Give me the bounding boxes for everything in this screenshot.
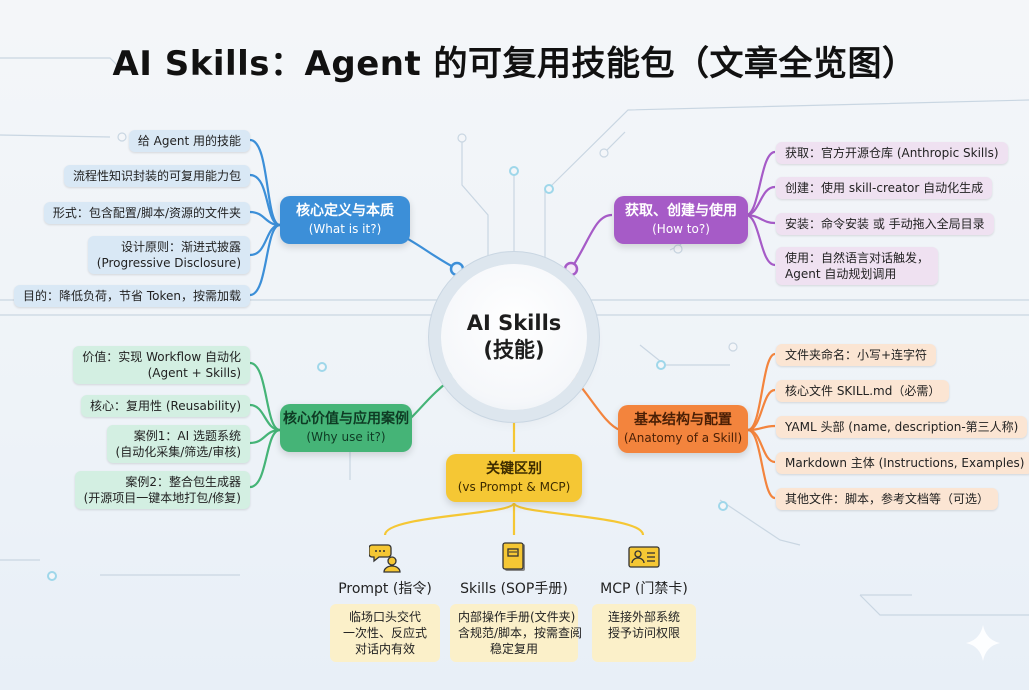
usage-item-1[interactable]: 获取：官方开源仓库 (Anthropic Skills) [776, 142, 1008, 164]
value-item-4[interactable]: 案例2：整合包生成器 (开源项目一键本地打包/修复) [74, 471, 250, 509]
branch-subtitle: (Anatomy of a Skill) [623, 431, 743, 445]
leaf-text: YAML 头部 (name, description-第三人称) [785, 420, 1019, 434]
leaf-text: 给 Agent 用的技能 [137, 134, 241, 148]
leaf-text: 核心：复用性 (Reusability) [90, 399, 241, 413]
compare-description: 连接外部系统 授予访问权限 [592, 604, 696, 662]
id-card-icon [592, 540, 696, 574]
compare-name: Skills (SOP手册) [460, 581, 568, 597]
desc-line: 对话内有效 [354, 642, 415, 656]
value-item-1[interactable]: 价值：实现 Workflow 自动化 (Agent + Skills) [73, 346, 250, 384]
structure-item-1[interactable]: 文件夹命名：小写+连字符 [776, 344, 937, 366]
usage-item-3[interactable]: 安装：命令安装 或 手动拖入全局目录 [776, 213, 994, 235]
desc-line: 授予访问权限 [607, 626, 680, 640]
desc-line: 内部操作手册(文件夹) [458, 610, 576, 624]
leaf-text: 价值：实现 Workflow 自动化 [82, 350, 241, 364]
leaf-text: 使用：自然语言对话触发， [785, 251, 930, 265]
branch-title: 关键区别 [486, 461, 542, 477]
manual-book-icon [450, 540, 578, 574]
leaf-text: 创建：使用 skill-creator 自动化生成 [785, 181, 984, 195]
chat-person-icon [330, 540, 440, 574]
leaf-text: 流程性知识封装的可复用能力包 [72, 169, 241, 183]
compare-prompt[interactable]: Prompt (指令) 临场口头交代 一次性、反应式 对话内有效 [330, 540, 440, 662]
leaf-text: 核心文件 SKILL.md（必需） [785, 384, 941, 398]
branch-title: 核心定义与本质 [296, 203, 394, 219]
branch-key-difference[interactable]: 关键区别 (vs Prompt & MCP) [446, 454, 582, 502]
definition-item-4[interactable]: 设计原则：渐进式披露 (Progressive Disclosure) [87, 236, 250, 274]
branch-title: 核心价值与应用案例 [283, 411, 409, 427]
definition-item-1[interactable]: 给 Agent 用的技能 [128, 130, 250, 152]
leaf-text-2: (开源项目一键本地打包/修复) [83, 491, 241, 505]
branch-subtitle: (Why use it?) [306, 430, 386, 444]
value-item-3[interactable]: 案例1：AI 选题系统 (自动化采集/筛选/审核) [106, 425, 250, 463]
desc-line: 一次性、反应式 [342, 626, 427, 640]
branch-subtitle: (vs Prompt & MCP) [457, 480, 571, 494]
compare-name: Prompt (指令) [338, 581, 432, 597]
leaf-text-2: (自动化采集/筛选/审核) [115, 445, 241, 459]
page-title: AI Skills：Agent 的可复用技能包（文章全览图） [112, 44, 917, 84]
compare-skills[interactable]: Skills (SOP手册) 内部操作手册(文件夹) 含规范/脚本，按需查阅 稳… [450, 540, 582, 662]
leaf-text: 获取：官方开源仓库 (Anthropic Skills) [785, 146, 999, 160]
desc-line: 稳定复用 [489, 642, 538, 656]
leaf-text: 案例1：AI 选题系统 [133, 429, 241, 443]
branch-title: 获取、创建与使用 [625, 203, 737, 219]
leaf-text: Markdown 主体 (Instructions, Examples) [785, 456, 1025, 470]
branch-structure[interactable]: 基本结构与配置 (Anatomy of a Skill) [618, 405, 748, 453]
leaf-text: 设计原则：渐进式披露 [120, 240, 241, 254]
structure-item-4[interactable]: Markdown 主体 (Instructions, Examples) [776, 452, 1029, 474]
compare-description: 内部操作手册(文件夹) 含规范/脚本，按需查阅 稳定复用 [450, 604, 582, 662]
branch-core-value[interactable]: 核心价值与应用案例 (Why use it?) [280, 404, 412, 452]
leaf-text-2: Agent 自动规划调用 [785, 267, 897, 281]
compare-mcp[interactable]: MCP (门禁卡) 连接外部系统 授予访问权限 [592, 540, 696, 662]
desc-line: 临场口头交代 [348, 610, 421, 624]
leaf-text: 其他文件：脚本，参考文档等（可选） [785, 492, 990, 506]
branch-core-definition[interactable]: 核心定义与本质 (What is it?) [280, 196, 410, 244]
leaf-text: 文件夹命名：小写+连字符 [785, 348, 928, 362]
structure-item-2[interactable]: 核心文件 SKILL.md（必需） [776, 380, 950, 402]
central-node-subtitle: (技能) [483, 338, 545, 362]
branch-title: 基本结构与配置 [634, 412, 732, 428]
leaf-text: 案例2：整合包生成器 [125, 475, 241, 489]
definition-item-3[interactable]: 形式：包含配置/脚本/资源的文件夹 [43, 202, 250, 224]
leaf-text-en: (Progressive Disclosure) [96, 256, 241, 270]
structure-item-5[interactable]: 其他文件：脚本，参考文档等（可选） [776, 488, 999, 510]
compare-description: 临场口头交代 一次性、反应式 对话内有效 [330, 604, 440, 662]
value-item-2[interactable]: 核心：复用性 (Reusability) [81, 395, 250, 417]
leaf-text-2: (Agent + Skills) [147, 366, 241, 380]
usage-item-4[interactable]: 使用：自然语言对话触发， Agent 自动规划调用 [776, 247, 939, 285]
central-node[interactable]: AI Skills (技能) [441, 264, 587, 410]
usage-item-2[interactable]: 创建：使用 skill-creator 自动化生成 [776, 177, 993, 199]
definition-item-2[interactable]: 流程性知识封装的可复用能力包 [63, 165, 250, 187]
compare-name: MCP (门禁卡) [600, 581, 688, 597]
central-node-title: AI Skills [466, 311, 562, 335]
branch-subtitle: (What is it?) [308, 222, 382, 236]
branch-get-create-use[interactable]: 获取、创建与使用 (How to?) [614, 196, 748, 244]
desc-line: 连接外部系统 [607, 610, 680, 624]
leaf-text: 目的：降低负荷，节省 Token，按需加载 [23, 289, 241, 303]
leaf-text: 安装：命令安装 或 手动拖入全局目录 [785, 217, 985, 231]
leaf-text: 形式：包含配置/脚本/资源的文件夹 [52, 206, 241, 220]
branch-subtitle: (How to?) [652, 222, 710, 236]
definition-item-5[interactable]: 目的：降低负荷，节省 Token，按需加载 [14, 285, 250, 307]
structure-item-3[interactable]: YAML 头部 (name, description-第三人称) [776, 416, 1028, 438]
desc-line: 含规范/脚本，按需查阅 [458, 626, 583, 640]
